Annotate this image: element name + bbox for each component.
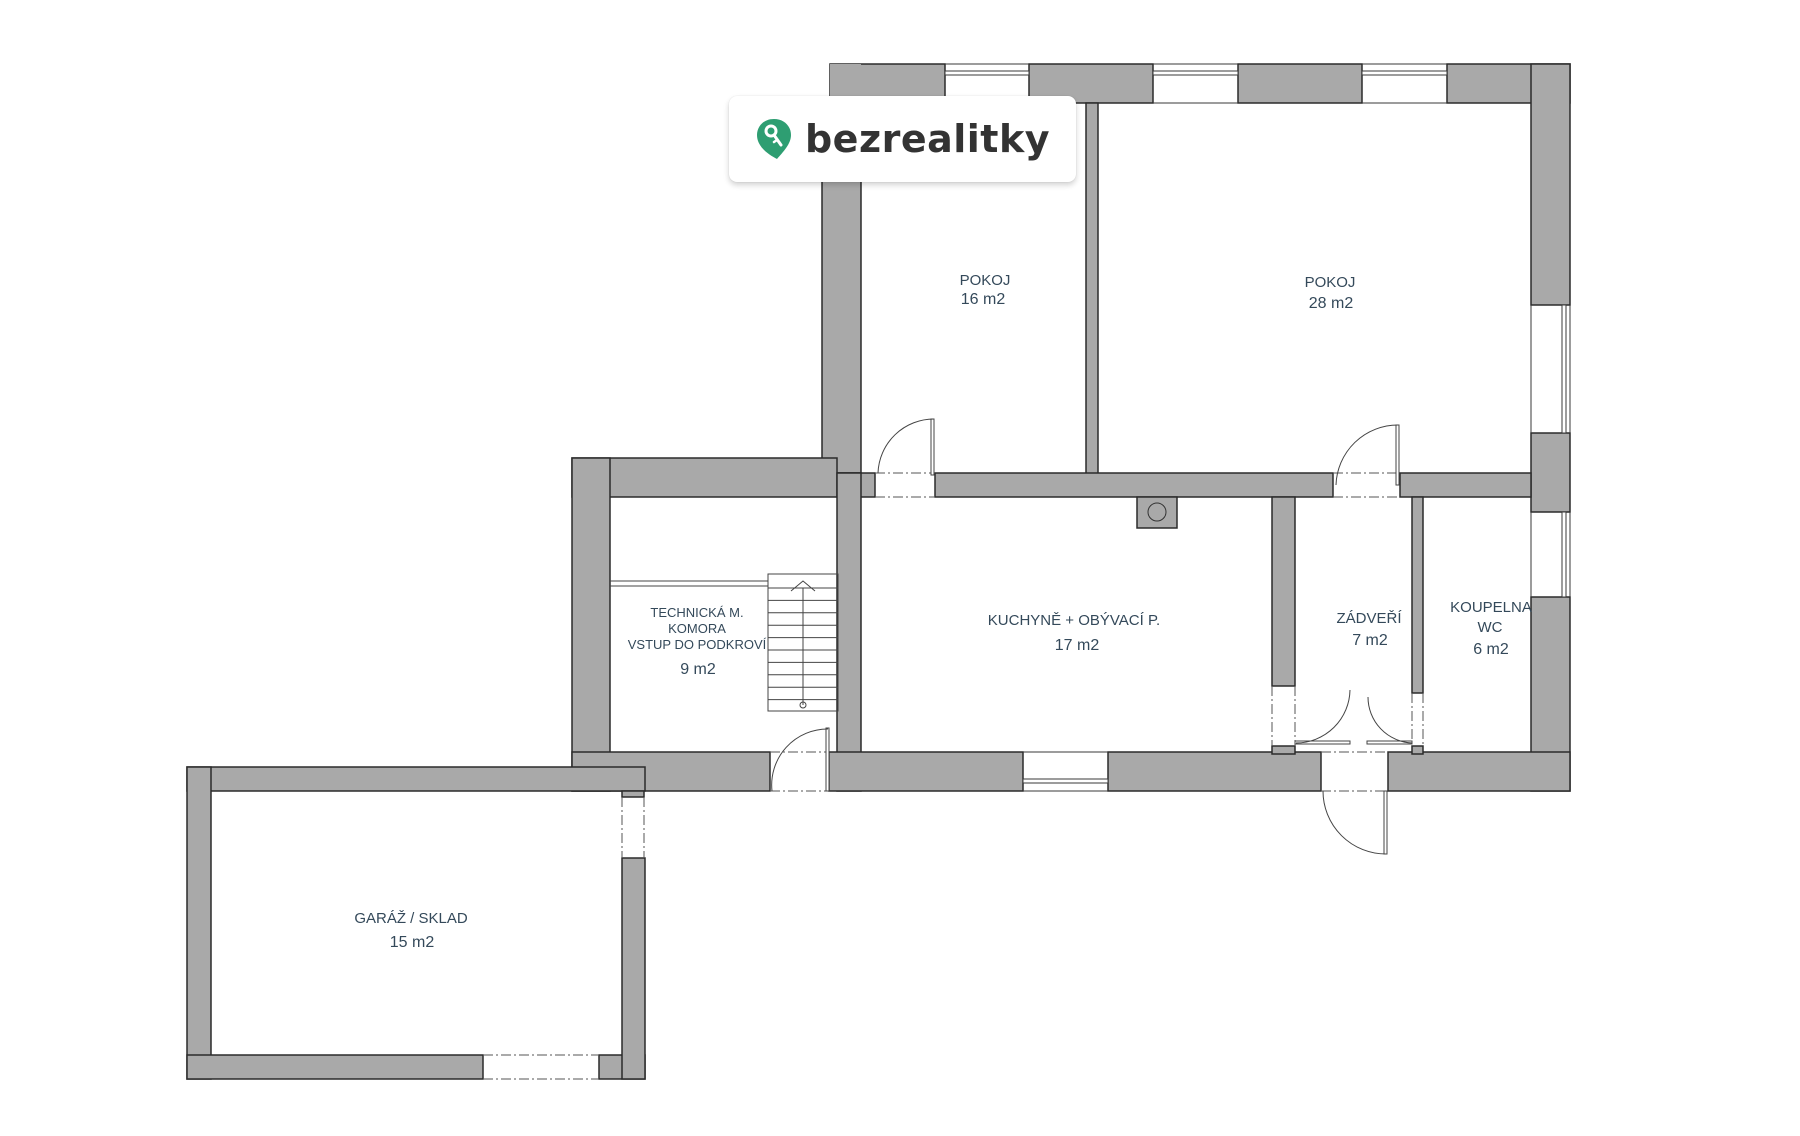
- room-kuchyne-area: 17 m2: [1055, 637, 1100, 654]
- door-technicka: [770, 727, 830, 792]
- room-labels: POKOJ 16 m2 POKOJ 28 m2 TECHNICKÁ M. KOM…: [354, 272, 1532, 951]
- door-pokoj-28: [1333, 424, 1400, 498]
- door-garage-side: [621, 797, 645, 858]
- wall-partition-pokoje: [1085, 102, 1099, 477]
- wall-garage-bottom-1: [186, 1054, 484, 1080]
- room-zadveri-name: ZÁDVEŘÍ: [1336, 610, 1402, 627]
- room-technicka-line-2: KOMORA: [668, 621, 726, 636]
- door-garage-bottom: [483, 1054, 599, 1080]
- window-top-3: [1361, 63, 1448, 104]
- wall-bath-left-stub: [1411, 745, 1424, 755]
- room-koupelna-line-1: KOUPELNA: [1450, 599, 1532, 616]
- door-pokoj-16: [875, 418, 935, 498]
- wall-kitchen-right: [1271, 496, 1296, 687]
- doors: [483, 418, 1424, 1080]
- wall-right-1: [1530, 63, 1571, 306]
- wall-garage-top: [186, 766, 646, 792]
- wall-mid-2: [934, 472, 1334, 498]
- window-right-1: [1530, 304, 1571, 434]
- wall-garage-right: [621, 857, 646, 1080]
- room-zadveri-area: 7 m2: [1352, 632, 1388, 649]
- chimney-flue-icon: [1147, 502, 1167, 522]
- window-top-2: [1152, 63, 1239, 104]
- wall-kitchen-bottom-2: [1107, 751, 1322, 792]
- wall-kitchen-right-stub: [1271, 745, 1296, 755]
- chimney: [1136, 496, 1178, 529]
- window-right-2: [1530, 511, 1571, 598]
- wall-tech-top: [571, 457, 838, 498]
- room-garaz-name: GARÁŽ / SKLAD: [354, 910, 468, 927]
- room-pokoj-16-name: POKOJ: [960, 272, 1011, 289]
- wall-garage-right-stub: [621, 790, 645, 798]
- wall-garage-left: [186, 766, 212, 1080]
- room-technicka-line-1: TECHNICKÁ M.: [650, 605, 743, 620]
- wall-top-3: [1237, 63, 1363, 104]
- room-garaz-area: 15 m2: [390, 934, 435, 951]
- brand-logo-badge: bezrealitky: [729, 96, 1076, 182]
- room-kuchyne-name: KUCHYNĚ + OBÝVACÍ P.: [988, 612, 1160, 629]
- key-pin-icon: [756, 119, 791, 159]
- room-technicka-area: 9 m2: [680, 661, 716, 678]
- wall-right-2: [1530, 432, 1571, 513]
- stairs: [610, 573, 839, 712]
- door-kitchen-zadveri: [1271, 686, 1351, 746]
- room-koupelna-line-2: WC: [1478, 619, 1503, 636]
- room-pokoj-28-area: 28 m2: [1309, 295, 1354, 312]
- wall-bottom-right: [1387, 751, 1571, 792]
- room-technicka-line-3: VSTUP DO PODKROVÍ: [628, 637, 767, 652]
- room-koupelna-area: 6 m2: [1473, 641, 1509, 658]
- window-kitchen-bottom: [1022, 751, 1109, 792]
- room-pokoj-16-area: 16 m2: [961, 291, 1006, 308]
- room-pokoj-28-name: POKOJ: [1305, 274, 1356, 291]
- door-entrance: [1321, 751, 1388, 855]
- wall-tech-left: [571, 457, 611, 792]
- wall-mid-3: [1399, 472, 1532, 498]
- door-koupelna: [1366, 693, 1424, 746]
- wall-kitchen-left: [836, 472, 862, 792]
- wall-kitchen-bottom-1: [828, 751, 1024, 792]
- wall-bath-left: [1411, 496, 1424, 694]
- brand-name: bezrealitky: [804, 117, 1050, 161]
